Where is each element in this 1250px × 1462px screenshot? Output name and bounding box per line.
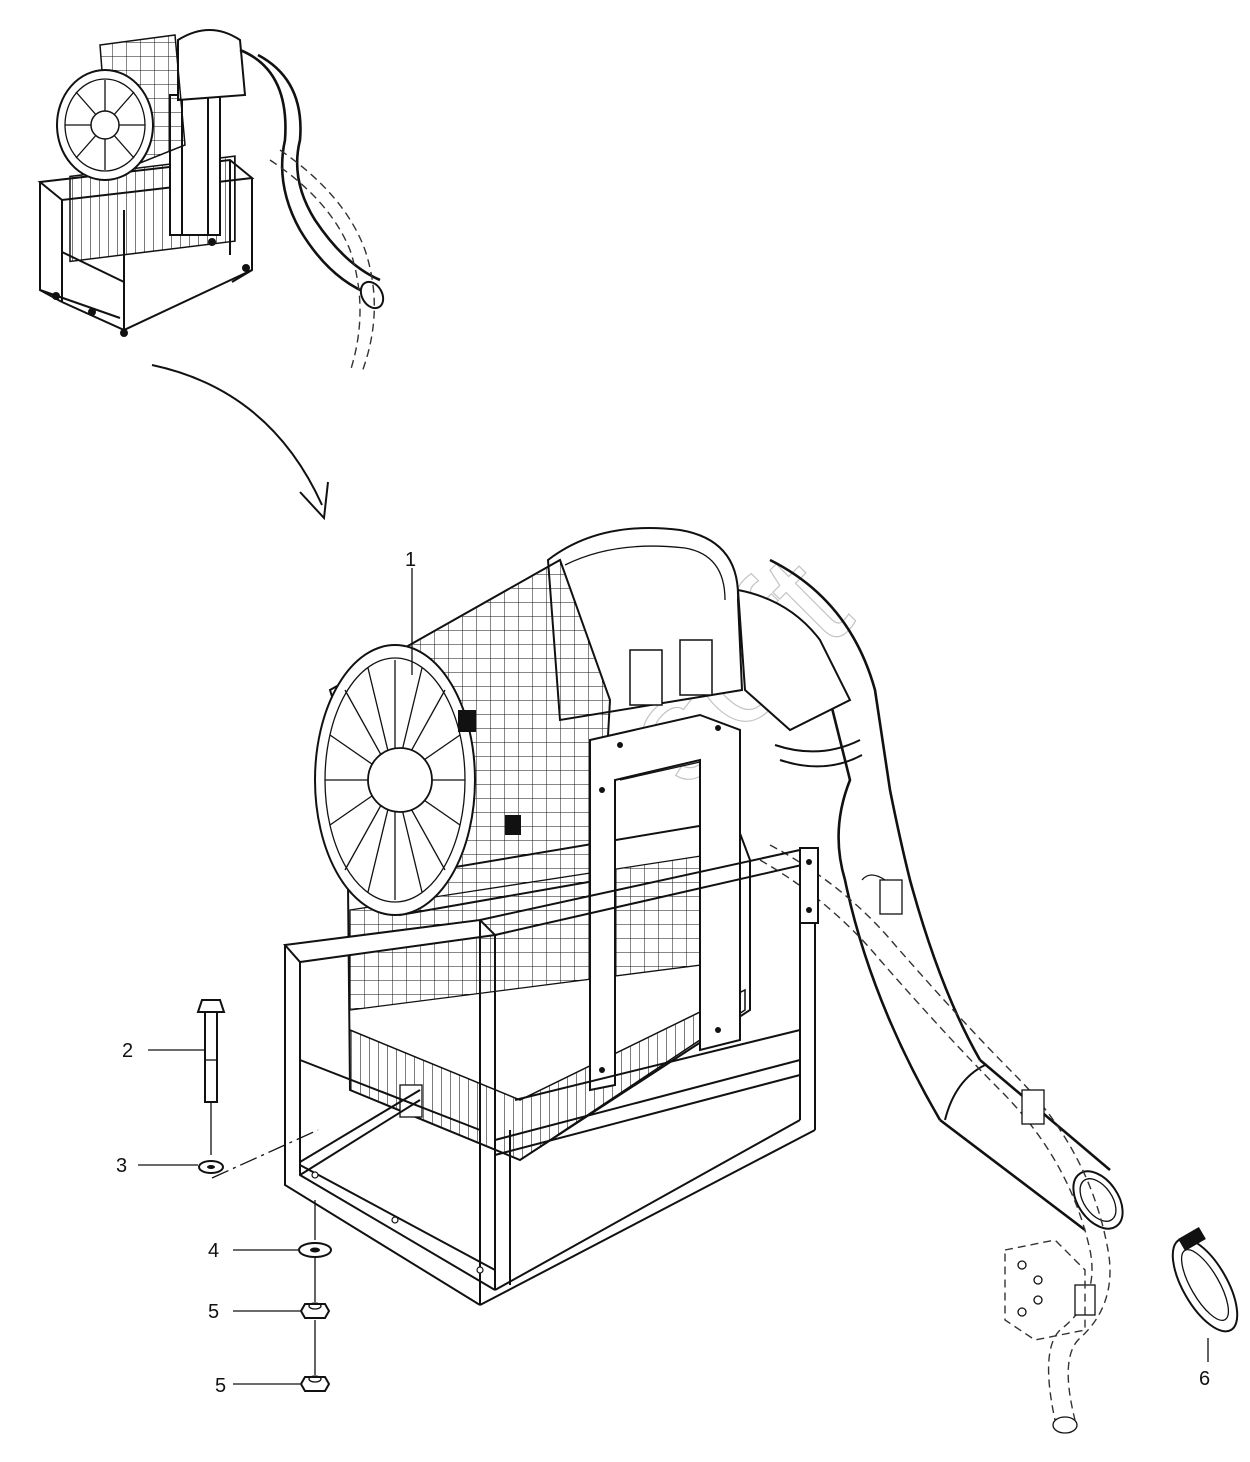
callout-5b: 5 (215, 1375, 226, 1397)
callout-1: 1 (405, 549, 416, 571)
nut-upper (299, 1302, 331, 1319)
callout-6: 6 (1199, 1368, 1210, 1390)
overview-assembly (37, 29, 385, 373)
support-bracket (589, 713, 741, 1092)
nut-lower (299, 1375, 331, 1392)
hose-clamp (1171, 1226, 1239, 1333)
air-filter-cylinder (314, 558, 612, 917)
callout-2: 2 (122, 1040, 133, 1062)
curved-arrow-icon (151, 364, 329, 521)
main-assembly (283, 527, 1239, 1434)
callout-3: 3 (116, 1155, 127, 1177)
callout-5a: 5 (208, 1301, 219, 1323)
base-frame (283, 847, 819, 1306)
callout-4: 4 (208, 1240, 219, 1262)
fasteners (196, 999, 332, 1392)
leader-lines (138, 568, 1209, 1385)
bolt (196, 999, 226, 1155)
